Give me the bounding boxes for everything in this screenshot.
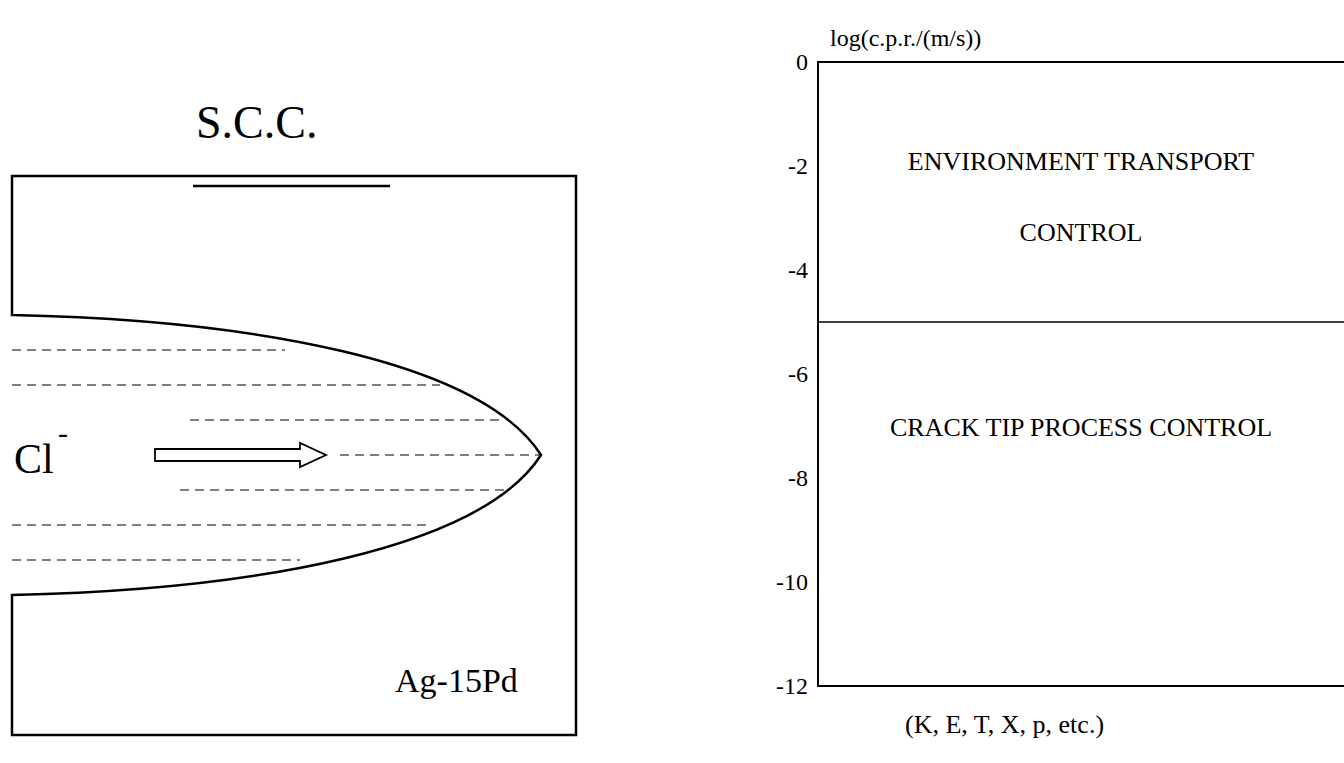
regime-label: CRACK TIP PROCESS CONTROL xyxy=(881,392,1281,463)
regime-label: ENVIRONMENT TRANSPORT CONTROL xyxy=(881,126,1281,268)
ion-symbol: Cl xyxy=(14,438,54,480)
regime-boundary xyxy=(818,321,1344,323)
tick-label: 0 xyxy=(796,50,808,74)
chloride-solution xyxy=(12,350,540,560)
specimen: Cl- Ag-15Pd xyxy=(12,176,576,735)
axis-title: log(c.p.r./(m/s)) xyxy=(830,26,981,50)
specimen-outline xyxy=(12,176,576,735)
chart-frame xyxy=(818,62,1344,686)
tick-label: -6 xyxy=(788,362,808,386)
ion-charge: - xyxy=(58,418,68,448)
tick-label: -4 xyxy=(788,258,808,282)
section-title: S.C.C. xyxy=(196,100,317,146)
alloy-label: Ag-15Pd xyxy=(395,664,518,698)
tick-label: -12 xyxy=(776,674,808,698)
transport-arrow xyxy=(155,443,326,467)
axis-variables: (K, E, T, X, p, etc.) xyxy=(905,712,1104,738)
title-underline xyxy=(193,185,390,188)
tick-label: -8 xyxy=(788,466,808,490)
regime-band: CRACK TIP PROCESS CONTROL xyxy=(820,324,1342,684)
regime-band: ENVIRONMENT TRANSPORT CONTROL xyxy=(820,64,1342,320)
tick-label: -10 xyxy=(776,570,808,594)
tick-label: -2 xyxy=(788,154,808,178)
